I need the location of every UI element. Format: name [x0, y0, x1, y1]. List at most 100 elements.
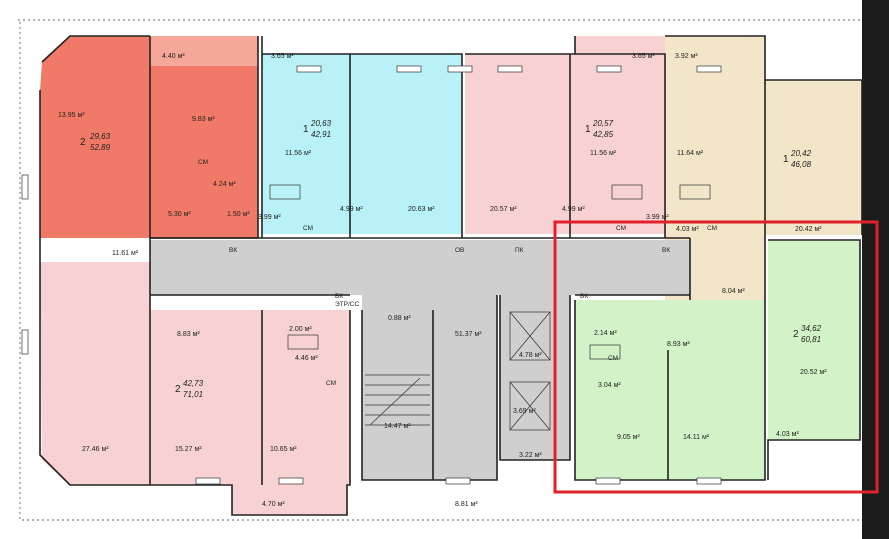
apartment-living-area: 20,63 [310, 119, 332, 128]
room-area: 2.00 м² [289, 326, 312, 333]
apartment-blue-fill [262, 54, 462, 234]
room-area: 51.37 м² [455, 331, 482, 338]
apartment-rooms: 2 [80, 137, 86, 148]
room-area: 3.99 м² [258, 214, 281, 221]
room-area: 2.14 м² [594, 330, 617, 337]
apartment-green-fill [575, 300, 765, 480]
apartment-red-fill [150, 36, 258, 238]
apartment-total-area: 42,91 [311, 130, 331, 139]
room-area: 3.65 м² [271, 53, 294, 60]
room-area: 15.27 м² [175, 446, 202, 453]
bath-fixtures [269, 184, 711, 360]
fixture-tag: СМ [707, 225, 717, 232]
apartment-total-area: 60,81 [801, 335, 821, 344]
riser-tag: ЭТР/СС [335, 301, 359, 308]
room-area: 3.92 м² [675, 53, 698, 60]
room-area: 11.64 м² [677, 150, 704, 157]
riser-tag: ВК [580, 293, 588, 300]
apartment-green-fill [768, 240, 860, 440]
room-area: 3.99 м² [646, 214, 669, 221]
room-area: 9.83 м² [192, 116, 215, 123]
room-area: 4.40 м² [162, 53, 185, 60]
room-area: 10.65 м² [270, 446, 297, 453]
room-area: 11.61 м² [112, 250, 139, 257]
apartment-total-area: 46,08 [791, 160, 812, 169]
room-area: 11.56 м² [590, 150, 617, 157]
balcony-fill [232, 485, 347, 515]
room-area: 3.65 м² [632, 53, 655, 60]
room-area: 4.99 м² [562, 206, 585, 213]
balcony-fill [575, 36, 670, 66]
room-area: 0.88 м² [388, 315, 411, 322]
room-area: 1.50 м² [227, 211, 250, 218]
riser-tag: ВК [335, 293, 343, 300]
windows [21, 65, 722, 485]
riser-tag: ВК [229, 247, 237, 254]
room-area: 20.57 м² [490, 206, 517, 213]
room-area: 20.63 м² [408, 206, 435, 213]
riser-tag: ОВ [455, 247, 464, 254]
room-area: 4.03 м² [676, 226, 699, 233]
room-area: 9.05 м² [617, 434, 640, 441]
elevator-hall-fill [500, 295, 570, 460]
riser-tag: ВК [662, 247, 670, 254]
fixture-tag: СМ [303, 225, 313, 232]
grid-line [18, 19, 860, 521]
fixture-tag: СМ [326, 380, 336, 387]
apartment-living-area: 42,73 [183, 379, 204, 388]
apartment-rooms: 2 [793, 329, 799, 340]
walls [39, 35, 863, 516]
room-area: 8.93 м² [667, 341, 690, 348]
apartment-living-area: 29,63 [89, 132, 111, 141]
room-area: 8.04 м² [722, 288, 745, 295]
highlight-frame [553, 220, 879, 494]
apartment-pink-fill [465, 54, 665, 234]
room-area: 3.22 м² [519, 452, 542, 459]
apartment-rooms: 1 [585, 124, 591, 135]
corridor-fill [150, 240, 690, 295]
room-area: 4.70 м² [262, 501, 285, 508]
stair-hall-fill [362, 295, 497, 480]
room-area: 5.30 м² [168, 211, 191, 218]
fixture-tag: СМ [608, 355, 618, 362]
room-area: 20.42 м² [795, 226, 822, 233]
apartment-living-area: 20,42 [790, 149, 812, 158]
room-area: 3.04 м² [598, 382, 621, 389]
apartment-total-area: 52,89 [90, 143, 111, 152]
balcony-fill [150, 36, 258, 66]
apartment-total-area: 71,01 [183, 390, 203, 399]
room-area: 4.24 м² [213, 181, 236, 188]
room-area-labels: 4.40 м² 13.95 м² 9.83 м² 4.24 м² 5.30 м²… [58, 53, 827, 508]
apartment-rooms: 1 [303, 124, 309, 135]
riser-tag: ПК [515, 247, 524, 254]
room-area: 4.46 м² [295, 355, 318, 362]
room-area: 14.47 м² [384, 423, 411, 430]
room-area: 8.81 м² [455, 501, 478, 508]
room-area: 27.46 м² [82, 446, 109, 453]
elevator-shafts [509, 311, 551, 431]
apartment-rooms: 2 [175, 384, 181, 395]
fixture-tag: СМ [616, 225, 626, 232]
apartment-living-area: 20,57 [592, 119, 614, 128]
apartment-pink-fill [150, 310, 350, 485]
apartment-tan-fill [765, 80, 862, 235]
room-area: 14.11 м² [683, 434, 710, 441]
room-area: 3.69 м² [513, 408, 536, 415]
apartment-total-area: 42,85 [593, 130, 614, 139]
staircase [365, 374, 430, 426]
apartment-living-area: 34,62 [801, 324, 822, 333]
utility-tags: ВК ВК ОВ ПК ВК ВК ЭТР/СС СМ СМ СМ СМ СМ … [198, 159, 717, 387]
apartment-rooms: 1 [783, 154, 789, 165]
room-area: 4.03 м² [776, 431, 799, 438]
room-area: 11.56 м² [285, 150, 312, 157]
room-area: 13.95 м² [58, 112, 85, 119]
room-area: 8.83 м² [177, 331, 200, 338]
room-area: 4.99 м² [340, 206, 363, 213]
apartment-red-fill [40, 36, 150, 262]
room-area: 20.52 м² [800, 369, 827, 376]
apartment-labels: 2 29,63 52,89 1 20,63 42,91 1 20,57 42,8… [80, 119, 822, 399]
room-area: 4.78 м² [519, 352, 542, 359]
fixture-tag: СМ [198, 159, 208, 166]
